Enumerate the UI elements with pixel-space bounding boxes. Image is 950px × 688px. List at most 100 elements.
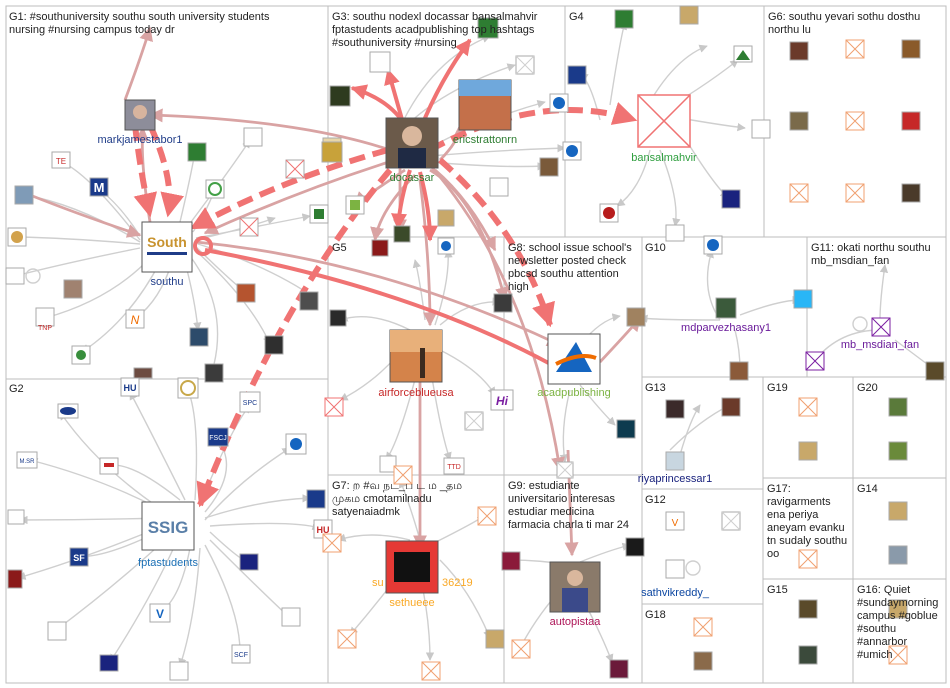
- g1-node-photo-4[interactable]: [236, 283, 256, 303]
- g3-node-top[interactable]: [477, 17, 499, 39]
- g2-node-fscj[interactable]: [207, 427, 229, 447]
- g9-node-4[interactable]: [609, 659, 629, 679]
- g1-node-green-2[interactable]: [187, 142, 207, 162]
- g18-node-2[interactable]: [693, 651, 713, 671]
- g1-node-m[interactable]: [89, 177, 109, 197]
- g10-node-3[interactable]: [626, 307, 646, 327]
- g5-node-7[interactable]: [493, 293, 513, 313]
- g1-node-photo-2[interactable]: [189, 327, 209, 347]
- g1-node-photo-6[interactable]: [299, 291, 319, 311]
- g6-node-4[interactable]: [789, 111, 809, 131]
- g16-node-1[interactable]: [888, 599, 908, 619]
- g3-node-group[interactable]: [539, 157, 559, 177]
- g1-node-esc[interactable]: [5, 267, 25, 285]
- g7-node-5[interactable]: [485, 629, 505, 649]
- g1-node-square-logo[interactable]: [243, 127, 263, 147]
- g10-node-4[interactable]: [729, 361, 749, 381]
- g2-node-scf[interactable]: [231, 644, 251, 664]
- g2-node-small-1[interactable]: [7, 509, 25, 525]
- g9-node-2[interactable]: [625, 537, 645, 557]
- g14-node-1[interactable]: [888, 501, 908, 521]
- g13-node-2[interactable]: [721, 397, 741, 417]
- fptastudents-node[interactable]: [141, 501, 195, 551]
- g1-node-tep[interactable]: [51, 151, 71, 169]
- g1-node-n-logo[interactable]: [125, 309, 145, 329]
- g2-node-cf[interactable]: [306, 489, 326, 509]
- g20-node-2[interactable]: [888, 441, 908, 461]
- g2-node-red[interactable]: [7, 569, 23, 589]
- g3-node-dark[interactable]: [329, 85, 351, 107]
- g5-node-ttd[interactable]: [443, 457, 465, 475]
- g19-node-2[interactable]: [798, 441, 818, 461]
- g20-node-1[interactable]: [888, 397, 908, 417]
- g2-node-sword[interactable]: [281, 607, 301, 627]
- autopistaa-label: autopistaa: [550, 616, 602, 628]
- group-titles: G1: #southuniversity southu south univer…: [9, 11, 938, 661]
- g2-node-small-2[interactable]: [239, 553, 259, 571]
- g6-node-3[interactable]: [901, 39, 921, 59]
- sathvikreddy-node[interactable]: [665, 559, 685, 579]
- g10-node-2[interactable]: [793, 289, 813, 309]
- docassar-label: docassar: [390, 172, 435, 184]
- g5-node-4[interactable]: [437, 209, 455, 227]
- g1-node-photo-1[interactable]: [14, 185, 34, 205]
- g1-node-tnp[interactable]: [35, 307, 55, 327]
- g4-node-7[interactable]: [721, 189, 741, 209]
- g6-node-1[interactable]: [789, 41, 809, 61]
- g6-node-9[interactable]: [901, 183, 921, 203]
- g12-node-1[interactable]: [665, 511, 685, 531]
- group-g2-title: G2: [9, 383, 24, 395]
- g11-node-2[interactable]: [925, 361, 945, 381]
- group-g12-title: G12: [645, 494, 666, 506]
- docassar-face: [402, 126, 422, 146]
- g1-node-photo-5[interactable]: [264, 335, 284, 355]
- g3-node-feather[interactable]: [369, 51, 391, 73]
- g5-node-9[interactable]: [379, 455, 397, 473]
- g2-node-scf-text: SCF: [234, 652, 248, 659]
- southu-self-loop: [193, 236, 213, 256]
- g3-node-fl[interactable]: [321, 141, 343, 163]
- g5-node-1[interactable]: [371, 239, 389, 257]
- g6-node-6[interactable]: [901, 111, 921, 131]
- g5-node-hi[interactable]: [490, 389, 514, 411]
- airforceblueusa-sky: [390, 330, 442, 352]
- g1-node-photo-3[interactable]: [204, 363, 224, 383]
- g1-node-couple[interactable]: [63, 279, 83, 299]
- g15-node-2[interactable]: [798, 645, 818, 665]
- g2-node-hu[interactable]: [120, 377, 140, 397]
- southu-node[interactable]: [141, 221, 193, 273]
- g4-node-1[interactable]: [614, 9, 634, 29]
- g7-node-6-x: [393, 465, 413, 485]
- g5-node-5[interactable]: [329, 309, 347, 327]
- g2-node-dark[interactable]: [99, 654, 119, 672]
- g8-node-1[interactable]: [616, 419, 636, 439]
- g4-node-2[interactable]: [679, 5, 699, 25]
- g4-node-6[interactable]: [751, 119, 771, 139]
- g4-node-4[interactable]: [567, 65, 587, 85]
- g2-node-sf[interactable]: [69, 547, 89, 567]
- g2-node-spc-text: SPC: [243, 400, 257, 407]
- g2-node-vcu[interactable]: [149, 603, 171, 623]
- edges-dashed: [132, 102, 638, 508]
- g14-node-2[interactable]: [888, 545, 908, 565]
- g2-node-mnsr[interactable]: [16, 451, 38, 469]
- g1-node-purple[interactable]: [133, 367, 153, 379]
- g1-node-green-mark: [76, 350, 86, 360]
- g3-node-arc[interactable]: [489, 177, 509, 197]
- g13-node-1[interactable]: [665, 399, 685, 419]
- g2-node-oval-mark: [60, 407, 76, 415]
- g4-node-9[interactable]: [665, 224, 685, 242]
- g5-node-2[interactable]: [393, 225, 411, 243]
- g2-node-ff[interactable]: [47, 621, 67, 641]
- riyaprincessar1-node[interactable]: [665, 451, 685, 471]
- g15-node-1[interactable]: [798, 599, 818, 619]
- mdparvezhasany1-node[interactable]: [715, 297, 737, 319]
- g2-node-shield[interactable]: [169, 661, 189, 681]
- g2-node-spc[interactable]: [239, 391, 261, 413]
- acadpublishing-node[interactable]: [547, 333, 601, 385]
- g9-node-1[interactable]: [501, 551, 521, 571]
